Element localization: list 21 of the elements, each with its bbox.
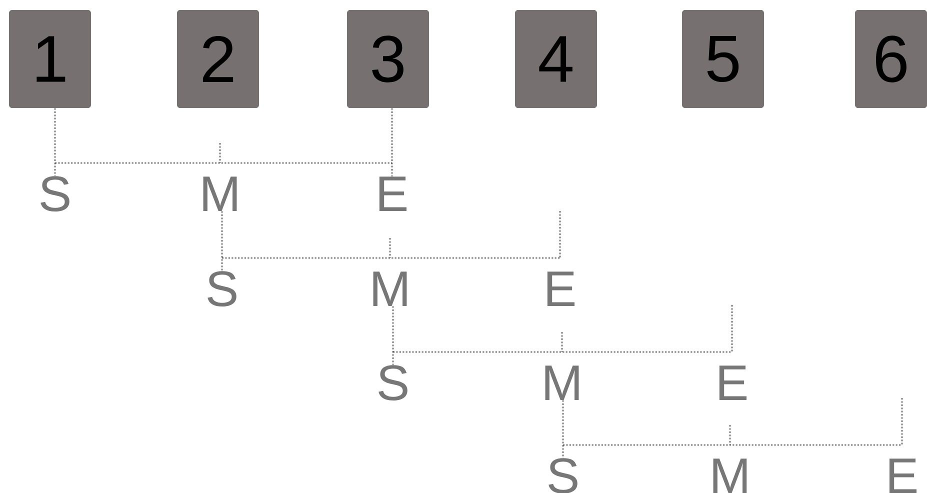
letter: E	[889, 458, 917, 493]
number-box: 1	[9, 10, 91, 108]
letter: S	[40, 176, 70, 212]
letter: S	[548, 458, 578, 493]
letter: M	[373, 272, 407, 306]
letter: E	[547, 272, 575, 306]
number-box: 4	[515, 10, 597, 108]
letter: M	[203, 176, 237, 211]
connector	[54, 108, 56, 176]
connector	[392, 306, 394, 366]
letter: S	[378, 365, 408, 400]
number-box: 5	[682, 10, 764, 108]
letter: M	[545, 366, 579, 400]
letter: E	[379, 176, 407, 211]
number-box: 6	[855, 10, 927, 108]
number-box: 2	[177, 10, 259, 108]
letter: S	[208, 271, 236, 306]
number-box: 3	[347, 10, 429, 108]
connector	[562, 400, 564, 458]
letter: E	[719, 366, 747, 400]
letter: M	[713, 458, 747, 493]
